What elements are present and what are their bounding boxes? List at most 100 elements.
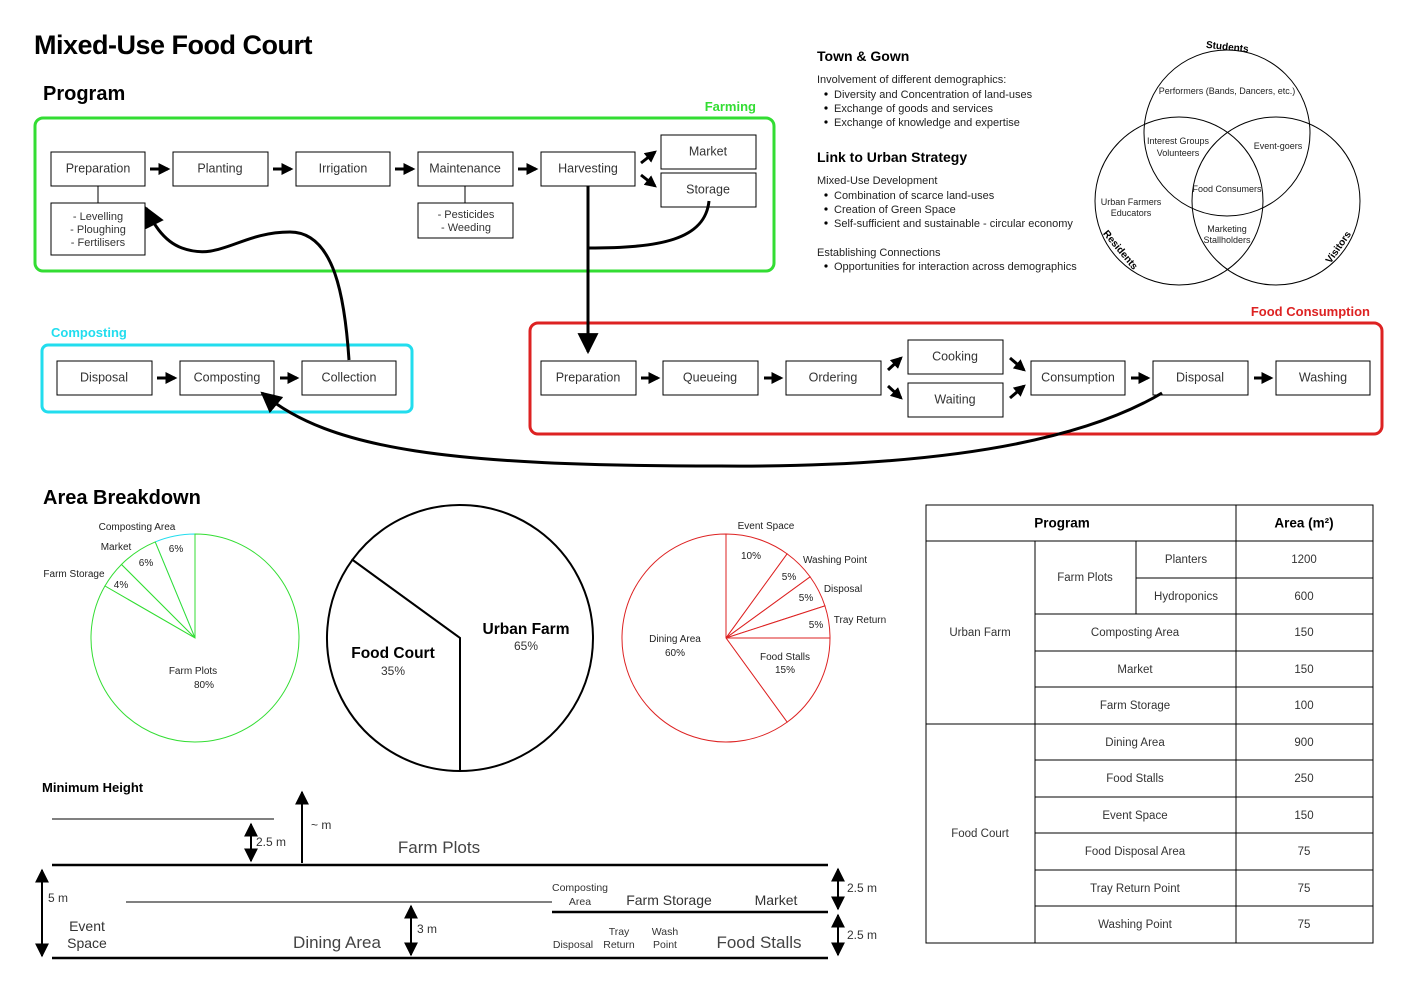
- urban-strategy-heading: Link to Urban Strategy: [817, 149, 967, 165]
- compost-step-disposal: Disposal: [80, 370, 128, 384]
- program-heading: Program: [43, 83, 125, 105]
- table-cell: 600: [1294, 591, 1313, 603]
- sec-event-1: Event: [69, 918, 105, 934]
- pie1-label-storage: Farm Storage: [43, 569, 105, 580]
- compost-step-collection: Collection: [322, 370, 377, 384]
- table-header-area: Area (m²): [1274, 516, 1333, 531]
- page-title: Mixed-Use Food Court: [34, 30, 313, 60]
- table-cell: Tray Return Point: [1090, 883, 1180, 895]
- venn-rv-2: Stallholders: [1203, 235, 1251, 245]
- farm-output-market: Market: [689, 144, 728, 158]
- venn-label-visitors: Visitors: [1324, 229, 1354, 266]
- table-cell: Food Stalls: [1106, 773, 1164, 785]
- compost-step-composting: Composting: [194, 370, 261, 384]
- cons-step-cooking: Cooking: [932, 349, 978, 363]
- pie3-label-tray: Tray Return: [834, 615, 886, 626]
- venn-label-residents: Residents: [1100, 229, 1139, 273]
- pie-overall: [326, 504, 594, 773]
- table-cell: 900: [1294, 737, 1313, 749]
- cons-step-ordering: Ordering: [809, 370, 858, 384]
- table-header-program: Program: [1034, 516, 1090, 531]
- town-gown-bullet-2: Exchange of goods and services: [834, 103, 993, 115]
- pie1-pct-composting: 6%: [169, 544, 184, 555]
- pie1-label-plots: Farm Plots: [169, 666, 217, 677]
- maint-note-2: - Weeding: [441, 222, 491, 234]
- farm-step-harvesting: Harvesting: [558, 161, 618, 175]
- sec-dining: Dining Area: [293, 933, 381, 952]
- urban-strategy-intro: Mixed-Use Development: [817, 175, 937, 187]
- table-cell: 75: [1298, 883, 1311, 895]
- urban-strategy-bullet-3: Self-sufficient and sustainable - circul…: [834, 218, 1073, 230]
- table-cell: 150: [1294, 810, 1313, 822]
- venn-labels: Students Residents Visitors Performers (…: [1100, 40, 1354, 273]
- sec-food-stalls: Food Stalls: [716, 933, 801, 952]
- consumption-steps: Preparation Queueing Ordering Cooking Wa…: [540, 339, 1371, 418]
- cons-step-washing: Washing: [1299, 370, 1347, 384]
- venn-sv: Event-goers: [1254, 141, 1303, 151]
- pie-food-court-labels: Event Space Washing Point Disposal Tray …: [649, 521, 886, 676]
- sec-disposal: Disposal: [553, 939, 593, 951]
- table-cell: 75: [1298, 919, 1311, 931]
- pie-overall-labels: Urban Farm 65% Food Court 35%: [351, 621, 569, 678]
- prep-note-3: - Fertilisers: [71, 237, 126, 249]
- composting-frame: [40, 343, 414, 414]
- pie-urban-farm: [90, 533, 300, 743]
- table-cell: Event Space: [1102, 810, 1167, 822]
- table-cell: Market: [1117, 664, 1153, 676]
- sec-tray-1: Tray: [609, 926, 630, 938]
- town-gown-bullet-1: Diversity and Concentration of land-uses: [834, 89, 1033, 101]
- sec-comp-1: Composting: [552, 882, 608, 894]
- table-group-food-court: Food Court: [951, 828, 1009, 840]
- urban-strategy-intro2: Establishing Connections: [817, 247, 941, 259]
- cons-step-disposal: Disposal: [1176, 370, 1224, 384]
- section-labels: ~ m 2.5 m Farm Plots 5 m Event Space Din…: [48, 818, 877, 952]
- table-cell: Farm Storage: [1100, 700, 1170, 712]
- venn-circle-visitors: [1191, 116, 1361, 286]
- min-height-heading: Minimum Height: [42, 780, 144, 795]
- table-group-urban-farm: Urban Farm: [949, 627, 1010, 639]
- town-gown-bullet-3: Exchange of knowledge and expertise: [834, 117, 1020, 129]
- sec-event-2: Space: [67, 935, 107, 951]
- pie1-label-market: Market: [101, 542, 132, 553]
- farm-step-irrigation: Irrigation: [319, 161, 368, 175]
- venn-circle-students: [1143, 49, 1311, 217]
- pie-slice-food-court: [326, 558, 461, 773]
- pie1-pct-market: 6%: [139, 558, 154, 569]
- sec-h3: 3 m: [417, 922, 437, 936]
- venn-students-only: Performers (Bands, Dancers, etc.): [1159, 86, 1296, 96]
- table-cell: 75: [1298, 846, 1311, 858]
- table-cell: Composting Area: [1091, 627, 1180, 639]
- pie1-pct-storage: 4%: [114, 580, 129, 591]
- cons-step-queueing: Queueing: [683, 370, 737, 384]
- pie-slice-urban-farm: [351, 504, 594, 773]
- sec-comp-2: Area: [569, 896, 591, 908]
- pie3-pct-washing: 5%: [782, 572, 797, 583]
- venn-label-students: Students: [1205, 40, 1249, 55]
- table-cell: Food Disposal Area: [1085, 846, 1186, 858]
- table-cell: Planters: [1165, 554, 1207, 566]
- pie3-pct-stalls: 15%: [775, 665, 795, 676]
- urban-strategy-bullet-1: Combination of scarce land-uses: [834, 190, 995, 202]
- sec-farm-storage: Farm Storage: [626, 892, 712, 908]
- sec-h25b: 2.5 m: [847, 881, 877, 895]
- composting-label: Composting: [51, 325, 127, 340]
- pie2-pct-urban-farm: 65%: [514, 639, 538, 653]
- table-cell: Hydroponics: [1154, 591, 1218, 603]
- table-cell: Dining Area: [1105, 737, 1165, 749]
- cons-step-preparation: Preparation: [556, 370, 621, 384]
- pie-food-court: [621, 533, 831, 743]
- pie-slice-food-stalls: [725, 637, 831, 723]
- sec-h5: 5 m: [48, 891, 68, 905]
- farming-label: Farming: [705, 99, 756, 114]
- pie-slice-dining-area: [621, 533, 788, 743]
- farming-steps: Preparation Planting Irrigation Maintena…: [50, 134, 757, 256]
- pie2-label-urban-farm: Urban Farm: [483, 621, 570, 638]
- sec-tray-2: Return: [603, 939, 635, 951]
- town-gown-section: Town & Gown Involvement of different dem…: [817, 48, 1077, 273]
- sec-market: Market: [755, 892, 798, 908]
- farm-step-preparation: Preparation: [66, 161, 131, 175]
- sec-h25a: 2.5 m: [256, 835, 286, 849]
- area-table: Program Area (m²) Urban Farm Farm Plots …: [925, 504, 1374, 944]
- area-heading: Area Breakdown: [43, 487, 201, 509]
